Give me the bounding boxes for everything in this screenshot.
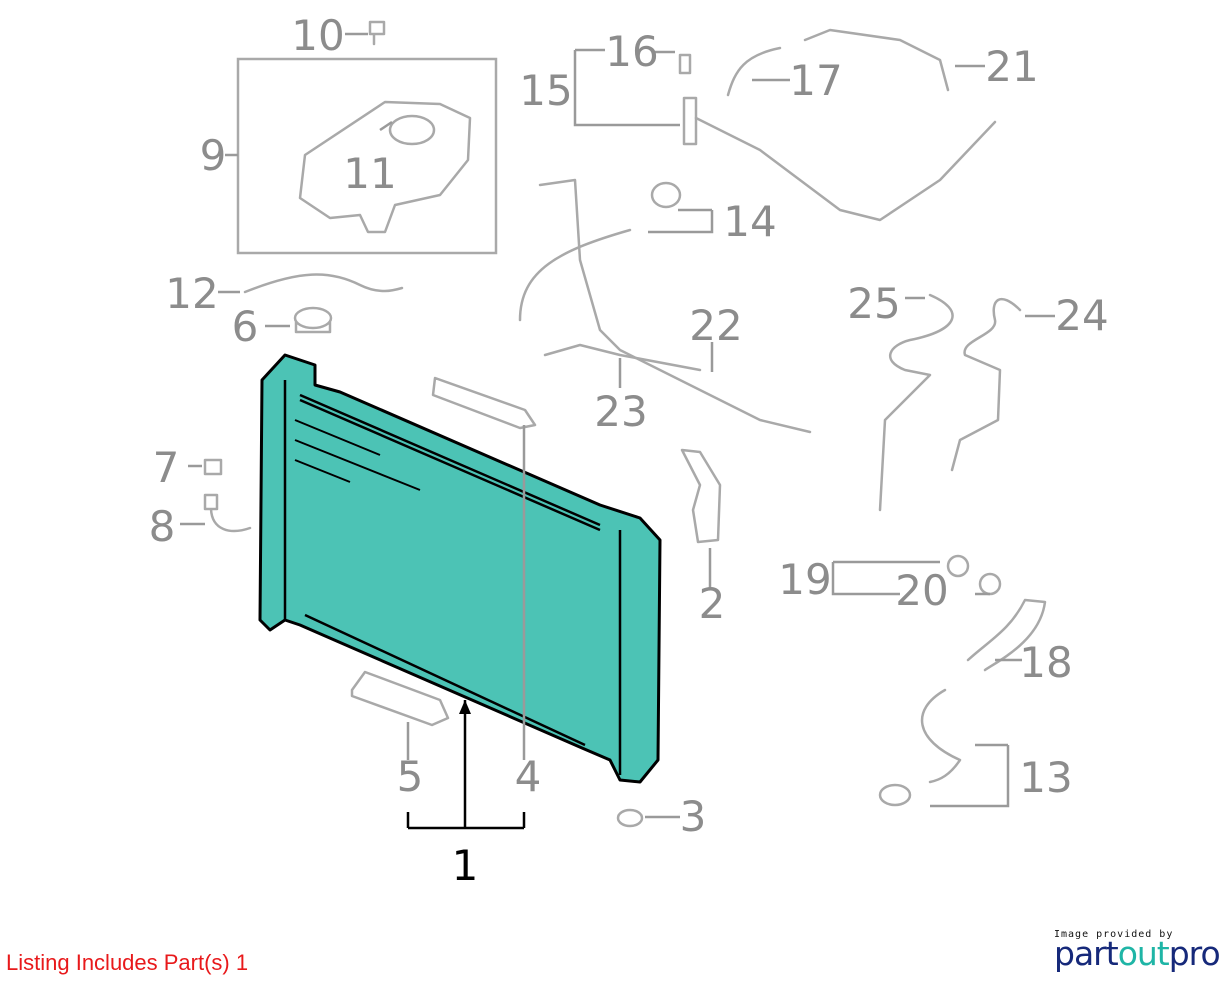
callout-20: 20 xyxy=(895,566,948,615)
callout-18: 18 xyxy=(1019,638,1072,687)
callout-11: 11 xyxy=(343,149,396,198)
pipe-23 xyxy=(543,343,702,372)
callout-6: 6 xyxy=(232,302,259,351)
callout-8: 8 xyxy=(149,502,176,551)
callout-23: 23 xyxy=(594,387,647,436)
callout-4: 4 xyxy=(515,752,542,801)
pipe-21 xyxy=(803,28,950,92)
callout-3: 3 xyxy=(680,792,707,841)
bracket-4 xyxy=(431,376,537,430)
callout-17: 17 xyxy=(789,56,842,105)
callout-19: 19 xyxy=(778,555,831,604)
hose-18 xyxy=(966,598,1047,672)
callout-1: 1 xyxy=(452,841,479,890)
clamp-14 xyxy=(650,181,682,209)
partoutpro-logo: partoutpro xyxy=(1054,934,1221,973)
hose-13 xyxy=(878,688,962,807)
callout-10: 10 xyxy=(291,11,344,60)
bracket-2 xyxy=(680,448,722,544)
bolt-part xyxy=(368,20,386,46)
callout-13: 13 xyxy=(1019,753,1072,802)
valve-16 xyxy=(678,53,692,75)
callout-5: 5 xyxy=(397,752,424,801)
callout-14: 14 xyxy=(723,197,776,246)
reservoir-part xyxy=(298,100,472,234)
callout-2: 2 xyxy=(699,579,726,628)
callout-16: 16 xyxy=(605,27,658,76)
callout-24: 24 xyxy=(1055,291,1108,340)
logo-part: part xyxy=(1054,934,1119,973)
image-credit: Image provided by xyxy=(1054,929,1174,940)
callout-22: 22 xyxy=(689,301,742,350)
hose-12 xyxy=(243,273,404,294)
logo-pro: pro xyxy=(1168,934,1221,973)
radiator-part[interactable] xyxy=(258,353,662,784)
callout-12: 12 xyxy=(165,269,218,318)
bracket-5 xyxy=(350,670,450,727)
logo-out: out xyxy=(1117,934,1170,973)
drain-3 xyxy=(616,808,644,828)
plug-19 xyxy=(946,554,970,578)
callout-21: 21 xyxy=(985,42,1038,91)
oring-20 xyxy=(978,572,1002,596)
pipe-15 xyxy=(694,116,997,222)
harness-8 xyxy=(203,493,252,533)
valve-15 xyxy=(682,96,698,146)
hose-14-22 xyxy=(518,178,812,434)
pipe-24 xyxy=(950,297,1022,472)
callout-15: 15 xyxy=(519,66,572,115)
pipe-25 xyxy=(878,293,954,512)
cap-6 xyxy=(293,306,333,334)
callout-7: 7 xyxy=(153,443,180,492)
hose-17 xyxy=(726,46,782,97)
callout-25: 25 xyxy=(847,279,900,328)
leader-lines xyxy=(180,32,1055,830)
sensor-7 xyxy=(203,458,223,476)
callout-9: 9 xyxy=(200,131,227,180)
listing-note: Listing Includes Part(s) 1 xyxy=(6,950,249,975)
